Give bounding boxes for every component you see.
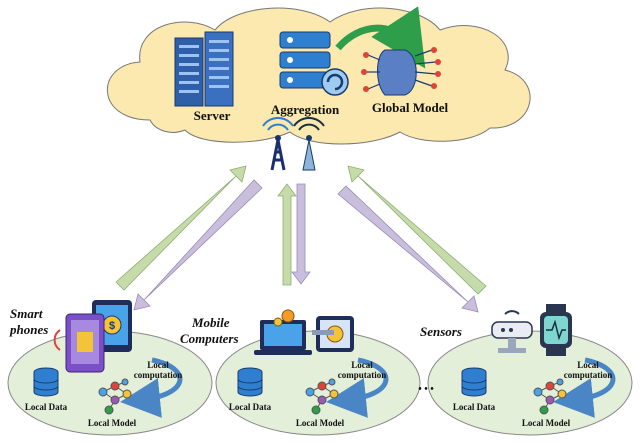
aggregation-to-model-arrow (335, 6, 426, 69)
svg-text:$: $ (109, 320, 115, 332)
database-icon (461, 367, 487, 397)
aggregation-label: Aggregation (271, 102, 340, 117)
smartwatch-icon (540, 304, 572, 356)
smartphone-icon: $ (53, 300, 132, 373)
local-computation-label-line1: Local (147, 360, 169, 370)
local-data-label: Local Data (229, 402, 272, 412)
download-arrow-center (291, 183, 311, 285)
server-rack-icon (174, 31, 234, 107)
sensors-title: Sensors (420, 324, 462, 339)
database-icon (33, 367, 59, 397)
neural-network-icon (98, 378, 132, 415)
global-model-label: Global Model (372, 100, 449, 115)
more-clients-ellipsis: • • • (418, 384, 434, 395)
global-model-network-icon (361, 47, 441, 96)
neural-network-icon (533, 378, 567, 415)
download-arrow-left (133, 179, 263, 311)
mobile-computers-title-line1: Mobile (191, 315, 230, 330)
tablet-icon (312, 316, 354, 352)
local-computation-label-line2: computation (338, 370, 387, 380)
download-arrow-right (337, 185, 479, 313)
server-label: Server (194, 108, 231, 123)
local-computation-label-line2: computation (564, 370, 613, 380)
database-icon (237, 367, 263, 397)
mobile-computers-title-line2: Computers (180, 331, 239, 346)
upload-arrow-center (277, 183, 297, 286)
laptop-icon (254, 309, 312, 355)
antenna-tower-icon (262, 117, 325, 171)
local-data-label: Local Data (453, 402, 496, 412)
local-computation-label-line2: computation (134, 370, 183, 380)
upload-arrow-left (115, 165, 247, 291)
aggregation-icon (279, 31, 349, 96)
sensor-router-icon (491, 310, 533, 353)
local-model-label: Local Model (296, 418, 345, 428)
communication-arrows (115, 165, 487, 313)
neural-network-icon (305, 378, 339, 415)
local-computation-label-line1: Local (577, 360, 599, 370)
local-data-label: Local Data (25, 402, 68, 412)
local-computation-label-line1: Local (351, 360, 373, 370)
local-computation-arrow (553, 357, 616, 418)
local-computation-arrow (326, 357, 389, 418)
local-model-label: Local Model (522, 418, 571, 428)
local-computation-arrow (120, 357, 183, 418)
smartphones-title-line2: phones (9, 322, 48, 337)
upload-arrow-right (347, 165, 487, 295)
local-model-label: Local Model (88, 418, 137, 428)
smartphones-title-line1: Smart (10, 306, 43, 321)
